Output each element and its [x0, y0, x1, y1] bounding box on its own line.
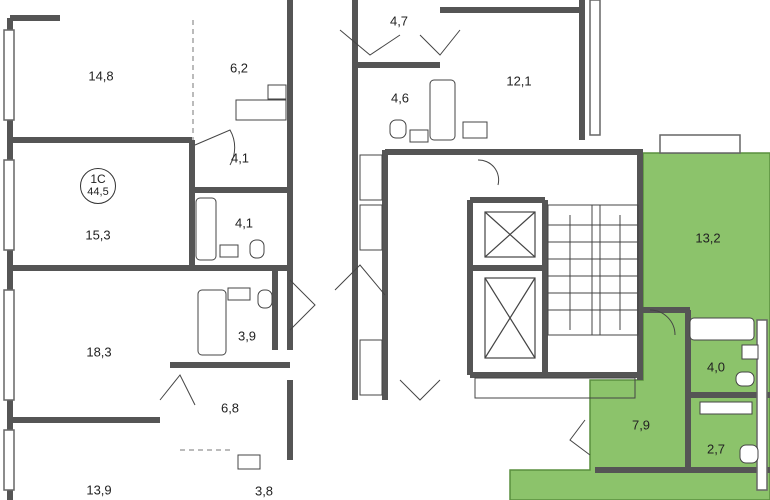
room-area: 15,3: [85, 227, 111, 243]
windows: [3, 0, 768, 491]
apartment-name: 1С: [90, 172, 106, 186]
fixtures: [195, 79, 759, 470]
room-area: 7,9: [631, 417, 651, 433]
room-area: 14,8: [88, 68, 114, 84]
room-area: 12,1: [506, 73, 532, 89]
room-area: 2,7: [706, 441, 726, 457]
apartment-area: 44,5: [87, 186, 109, 198]
room-area: 4,1: [234, 215, 254, 231]
staircase: [547, 204, 639, 336]
doors: [159, 29, 676, 456]
room-area: 6,2: [229, 60, 249, 76]
room-area: 4,0: [706, 359, 726, 375]
niches: [359, 154, 636, 399]
dashed-lines: [180, 20, 230, 451]
apartment-badge: 1С 44,5: [80, 168, 116, 204]
room-area: 13,2: [695, 230, 721, 246]
elevators: [484, 211, 536, 359]
walls: [7, 0, 770, 500]
room-area: 3,9: [237, 328, 257, 344]
room-area: 4,6: [390, 90, 410, 106]
room-area: 4,1: [230, 150, 250, 166]
room-area: 13,9: [86, 482, 112, 498]
room-area: 3,8: [254, 483, 274, 499]
room-area: 18,3: [86, 344, 112, 360]
room-area: 6,8: [220, 400, 240, 416]
room-area: 4,7: [389, 13, 409, 29]
